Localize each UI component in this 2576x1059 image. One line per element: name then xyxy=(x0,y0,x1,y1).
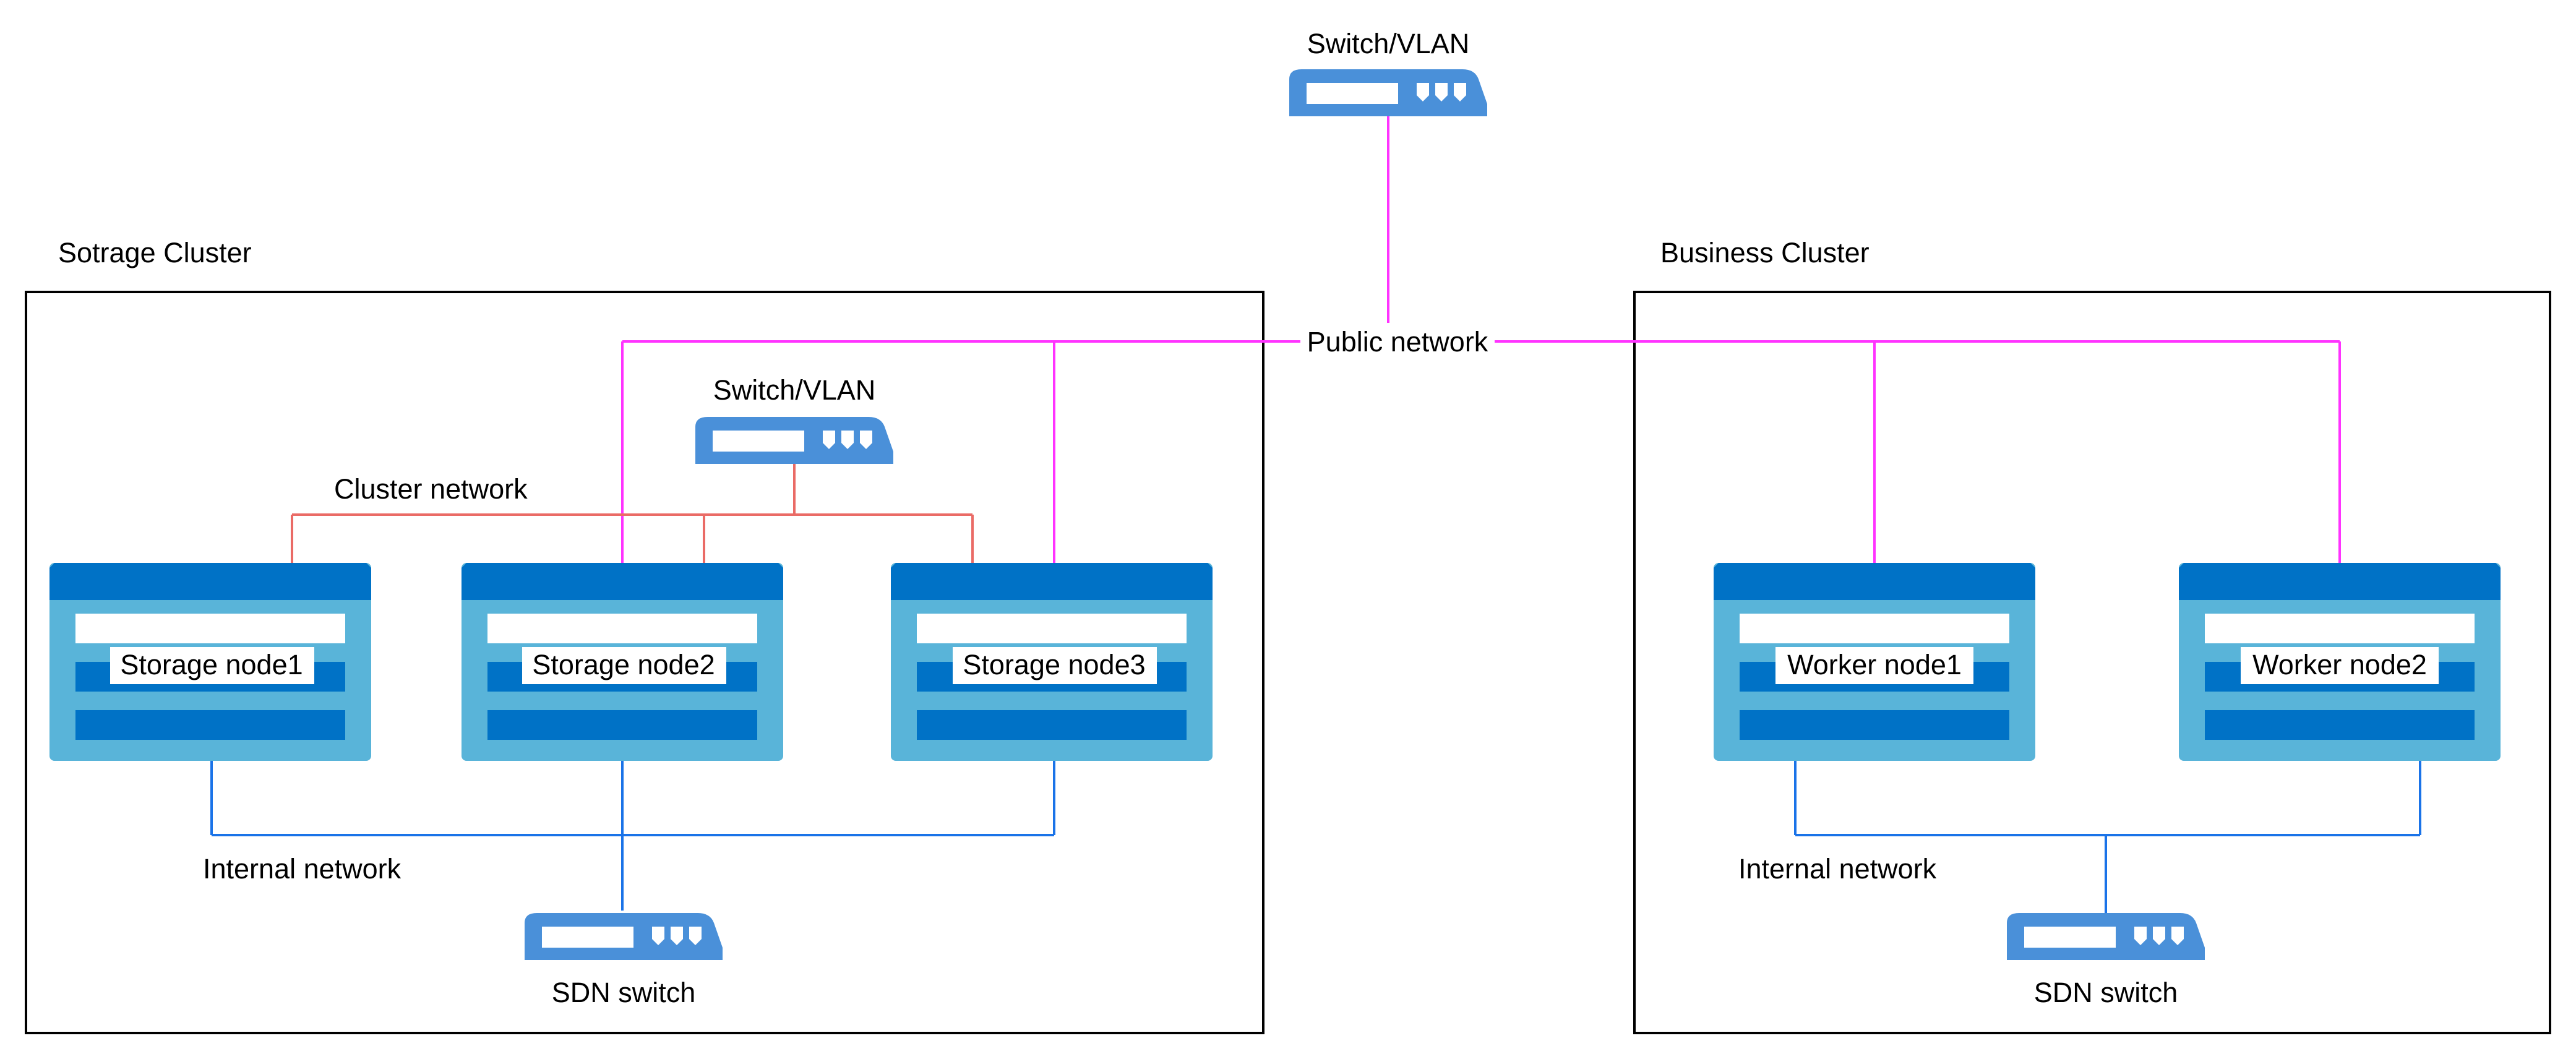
cluster-network-label: Cluster network xyxy=(334,473,528,505)
business-sdn-switch-icon xyxy=(2007,913,2205,960)
storage-sdn-switch-icon xyxy=(525,913,723,960)
storage-switch-label: Switch/VLAN xyxy=(713,374,876,406)
storage-node3-label: Storage node3 xyxy=(963,649,1145,680)
storage-cluster-title: Sotrage Cluster xyxy=(58,237,252,268)
business-internal-network-label: Internal network xyxy=(1738,853,1937,885)
business-sdn-switch-label: SDN switch xyxy=(2034,977,2178,1008)
worker-node2-label: Worker node2 xyxy=(2252,649,2427,680)
storage-cluster-box xyxy=(25,291,1264,1034)
public-network-label: Public network xyxy=(1307,326,1488,358)
storage-node2-label: Storage node2 xyxy=(532,649,715,680)
storage-internal-network-label: Internal network xyxy=(203,853,401,885)
storage-sdn-switch-label: SDN switch xyxy=(552,977,696,1008)
worker-node1-label: Worker node1 xyxy=(1787,649,1962,680)
internal-network-links xyxy=(210,761,2421,913)
cluster-network-links xyxy=(291,464,974,563)
top-switch-icon xyxy=(1289,69,1487,116)
storage-node1-label: Storage node1 xyxy=(120,649,303,680)
top-switch-label: Switch/VLAN xyxy=(1307,28,1470,59)
label-backgrounds xyxy=(110,323,2439,684)
storage-switch-icon xyxy=(695,417,893,464)
business-cluster-box xyxy=(1633,291,2551,1034)
public-network-links xyxy=(621,116,2341,563)
business-cluster-title: Business Cluster xyxy=(1660,237,1870,268)
